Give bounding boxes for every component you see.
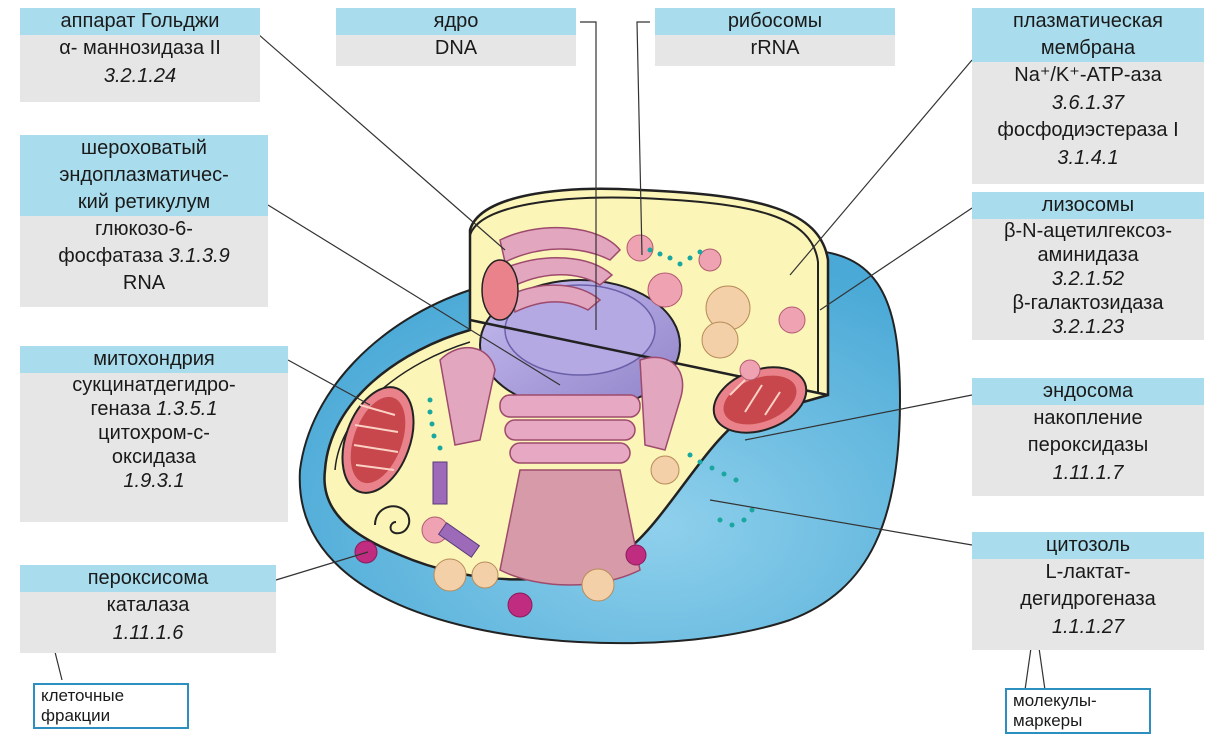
legend-fractions-line-1: клеточные [41,686,181,706]
lysosomes-title: лизосомы [972,192,1204,219]
endosome-line-2: пероксидазы [972,432,1204,459]
mitochondria-enzyme-1b: геназа [91,398,151,420]
golgi-ec: 3.2.1.24 [20,62,260,90]
legend-marker-molecules: молекулы- маркеры [1005,688,1151,734]
mitochondria-ec-1: 1.3.5.1 [156,398,217,420]
rough-er-ec: 3.1.3.9 [169,245,230,267]
golgi-stack [500,395,640,585]
label-rough-er: шероховатый эндоплазматичес- кий ретикул… [20,135,268,307]
mitochondria-enzyme-1a: сукцинатдегидро- [20,373,288,397]
plasma-membrane-enzyme-1: Na⁺/K⁺-ATP-аза [972,62,1204,89]
rough-er-title-3: кий ретикулум [20,189,268,216]
cytosol-title: цитозоль [972,532,1204,559]
rough-er-title-1: шероховатый [20,135,268,162]
lysosomes-enzyme-1a: β-N-ацетилгексоз- [972,219,1204,243]
peroxisome-ec: 1.11.1.6 [20,619,276,647]
lysosomes-ec-1: 3.2.1.52 [972,267,1204,291]
golgi-title: аппарат Гольджи [20,8,260,35]
peroxisome-title: пероксисома [20,565,276,592]
cytosol-ec: 1.1.1.27 [972,613,1204,641]
lysosomes-enzyme-2: β-галактозидаза [972,291,1204,315]
plasma-membrane-ec-1: 3.6.1.37 [972,89,1204,117]
lysosomes-enzyme-1b: аминидаза [972,243,1204,267]
label-plasma-membrane: плазматическая мембрана Na⁺/K⁺-ATP-аза 3… [972,8,1204,184]
label-nucleus: ядро DNA [336,8,576,66]
plasma-membrane-title-2: мембрана [972,35,1204,62]
mitochondria-enzyme-2b: оксидаза [20,445,288,469]
mitochondria-enzyme-2a: цитохром-с- [20,421,288,445]
nucleus-marker: DNA [336,35,576,62]
plasma-membrane-ec-2: 3.1.4.1 [972,144,1204,172]
rough-er-marker: RNA [20,270,268,297]
nucleus-title: ядро [336,8,576,35]
golgi-enzyme: α- маннозидаза II [20,35,260,62]
legend-markers-line-2: маркеры [1013,711,1143,731]
legend-markers-line-1: молекулы- [1013,691,1143,711]
plasma-membrane-title-1: плазматическая [972,8,1204,35]
label-endosome: эндосома накопление пероксидазы 1.11.1.7 [972,378,1204,496]
legend-fractions-line-2: фракции [41,706,181,726]
peroxisome-enzyme: каталаза [20,592,276,619]
label-lysosomes: лизосомы β-N-ацетилгексоз- аминидаза 3.2… [972,192,1204,340]
mitochondria-title: митохондрия [20,346,288,373]
ribosomes-title: рибосомы [655,8,895,35]
endosome-line-1: накопление [972,405,1204,432]
rough-er-title-2: эндоплазматичес- [20,162,268,189]
plasma-membrane-enzyme-2: фосфодиэстераза I [972,117,1204,144]
rough-er-enzyme-2: фосфатаза [58,245,163,267]
mitochondrion-top [482,260,518,320]
mitochondria-enzyme-1-line: геназа 1.3.5.1 [20,397,288,421]
label-ribosomes: рибосомы rRNA [655,8,895,66]
lysosomes-ec-2: 3.2.1.23 [972,315,1204,339]
endosome-ec: 1.11.1.7 [972,459,1204,487]
legend-cell-fractions: клеточные фракции [33,683,189,729]
cytosol-enzyme-1: L-лактат- [972,559,1204,586]
mitochondria-ec-2: 1.9.3.1 [20,469,288,493]
rough-er-enzyme-1: глюкозо-6- [20,216,268,243]
label-golgi: аппарат Гольджи α- маннозидаза II 3.2.1.… [20,8,260,102]
label-peroxisome: пероксисома каталаза 1.11.1.6 [20,565,276,653]
cytosol-enzyme-2: дегидрогеназа [972,586,1204,613]
ribosomes-marker: rRNA [655,35,895,62]
rough-er-enzyme-line: фосфатаза 3.1.3.9 [20,243,268,270]
endosome-title: эндосома [972,378,1204,405]
label-mitochondria: митохондрия сукцинатдегидро- геназа 1.3.… [20,346,288,522]
label-cytosol: цитозоль L-лактат- дегидрогеназа 1.1.1.2… [972,532,1204,650]
